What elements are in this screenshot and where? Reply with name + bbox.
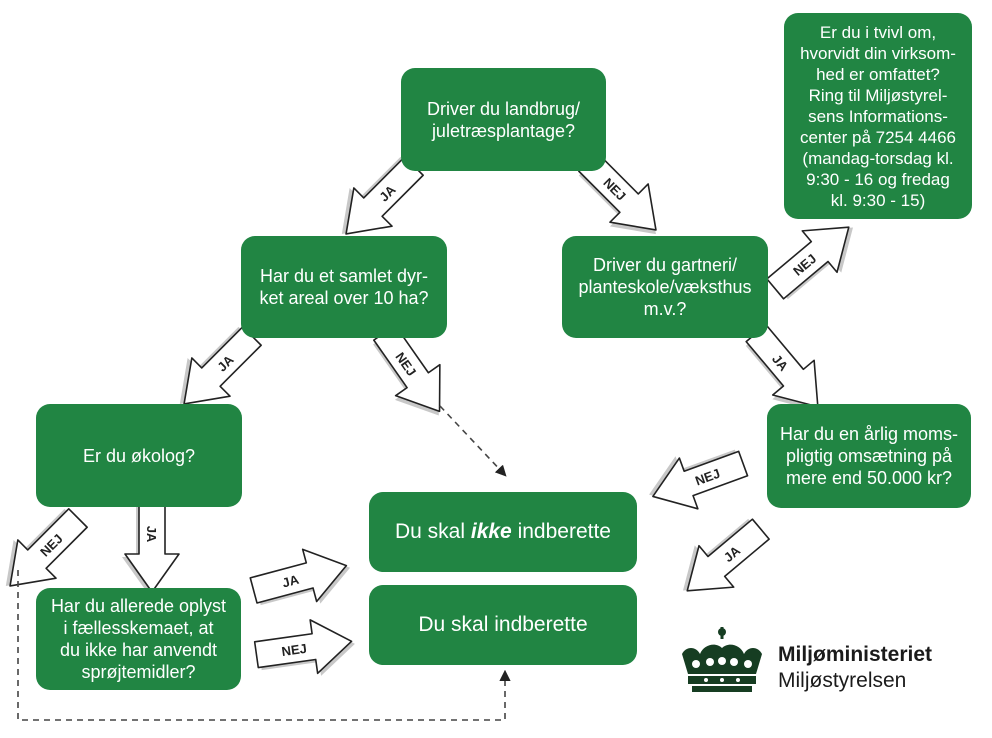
question-oplyst: Har du allerede oplyst i fællesskemaet, … bbox=[36, 588, 241, 690]
question-landbrug: Driver du landbrug/ juletræsplantage? bbox=[401, 68, 606, 171]
question-gartneri: Driver du gartneri/ planteskole/væksthus… bbox=[562, 236, 768, 338]
question-areal: Har du et samlet dyr- ket areal over 10 … bbox=[241, 236, 447, 338]
arrow-gartneri-ja: JA bbox=[745, 324, 819, 411]
arrow-oplyst-nej-label: NEJ bbox=[281, 641, 308, 659]
dashed-areal-to-ikke bbox=[439, 405, 507, 477]
crown-icon bbox=[682, 627, 762, 692]
result-ikke-emphasis: ikke bbox=[470, 520, 512, 543]
arrow-areal-ja: JA bbox=[179, 326, 262, 405]
logo: Miljøministeriet Miljøstyrelsen bbox=[676, 624, 976, 704]
logo-title: Miljøministeriet bbox=[778, 643, 933, 666]
arrow-moms-nej: NEJ bbox=[649, 449, 749, 510]
result-ikke-indberette: Du skal ikke indberette bbox=[369, 492, 637, 572]
result-ikke-before: Du skal bbox=[395, 520, 471, 543]
question-moms: Har du en årlig moms- pligtig omsætning … bbox=[767, 404, 971, 508]
arrow-gartneri-nej: NEJ bbox=[766, 226, 853, 300]
arrow-okolog-ja-label: JA bbox=[144, 526, 159, 543]
arrow-areal-nej: NEJ bbox=[373, 324, 441, 416]
dashed-okolog-to-indberette bbox=[17, 570, 511, 721]
result-ikke-after: indberette bbox=[511, 520, 611, 543]
arrow-okolog-ja: JA bbox=[122, 495, 180, 595]
logo-subtitle: Miljøstyrelsen bbox=[778, 669, 907, 692]
arrow-oplyst-ja-label: JA bbox=[280, 572, 301, 591]
arrow-oplyst-nej: NEJ bbox=[253, 619, 355, 676]
arrow-landbrug-nej: NEJ bbox=[578, 152, 657, 235]
result-indberette: Du skal indberette bbox=[369, 585, 637, 665]
question-tvivl: Er du i tvivl om, hvorvidt din virksom- … bbox=[784, 13, 972, 219]
arrow-oplyst-ja: JA bbox=[249, 548, 351, 606]
arrow-moms-ja: JA bbox=[683, 518, 770, 592]
question-okolog: Er du økolog? bbox=[36, 404, 242, 507]
arrow-landbrug-ja: JA bbox=[341, 156, 424, 235]
